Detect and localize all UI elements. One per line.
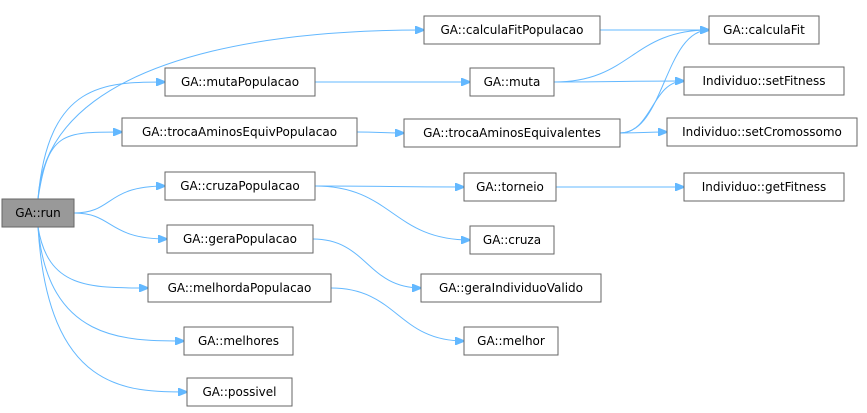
edge-run-to-calcula-fit-populacao <box>37 30 424 200</box>
node-gera-individuo-valido[interactable]: GA::geraIndividuoValido <box>420 273 602 303</box>
edge-run-to-cruza-populacao <box>73 186 165 214</box>
edge-troca-aminos-equiv-populacao-to-troca-aminos-equivalentes <box>356 132 404 133</box>
node-label: Individuo::getFitness <box>702 180 826 194</box>
node-box[interactable] <box>469 67 555 97</box>
node-set-fitness[interactable]: Individuo::setFitness <box>683 66 845 96</box>
edge-troca-aminos-equivalentes-to-set-fitness <box>619 81 684 134</box>
node-box[interactable] <box>186 377 293 407</box>
edge-troca-aminos-equivalentes-to-set-cromossomo <box>619 132 667 133</box>
edge-run-to-muta-populacao <box>37 82 165 200</box>
edge-run-to-possivel <box>37 226 187 392</box>
node-muta-populacao[interactable]: GA::mutaPopulacao <box>164 67 316 97</box>
node-box[interactable] <box>420 273 602 303</box>
node-label: GA::calculaFit <box>723 23 805 37</box>
node-label: GA::cruza <box>483 233 541 247</box>
node-label: Individuo::setFitness <box>702 74 825 88</box>
edge-run-to-gera-populacao <box>73 212 167 239</box>
node-cruza-populacao[interactable]: GA::cruzaPopulacao <box>164 171 316 201</box>
node-torneio[interactable]: GA::torneio <box>463 172 557 202</box>
node-label: GA::trocaAminosEquivalentes <box>423 126 601 140</box>
node-box[interactable] <box>166 224 314 254</box>
node-box[interactable] <box>463 172 557 202</box>
node-gera-populacao[interactable]: GA::geraPopulacao <box>166 224 314 254</box>
node-troca-aminos-equivalentes[interactable]: GA::trocaAminosEquivalentes <box>403 118 621 148</box>
nodes-layer: GA::run GA::calculaFitPopulacao GA::calcul… <box>1 15 858 407</box>
edge-muta-to-calcula-fit <box>553 30 709 83</box>
node-label: GA::run <box>15 206 61 220</box>
node-label: GA::torneio <box>476 180 544 194</box>
node-set-cromossomo[interactable]: Individuo::setCromossomo <box>666 117 858 147</box>
edge-melhorda-populacao-to-melhor <box>330 287 464 341</box>
node-box[interactable] <box>164 67 316 97</box>
node-troca-aminos-equiv-populacao[interactable]: GA::trocaAminosEquivPopulacao <box>121 117 358 147</box>
edge-cruza-populacao-to-torneio <box>314 186 464 187</box>
node-calcula-fit[interactable]: GA::calculaFit <box>708 15 820 45</box>
node-box[interactable] <box>423 15 601 45</box>
node-label: GA::cruzaPopulacao <box>180 179 300 193</box>
node-box[interactable] <box>683 172 845 202</box>
node-box[interactable] <box>683 66 845 96</box>
node-label: GA::mutaPopulacao <box>181 75 299 89</box>
edge-cruza-populacao-to-cruza <box>314 185 470 240</box>
node-box[interactable] <box>708 15 820 45</box>
edge-run-to-melhores <box>37 226 184 341</box>
node-box[interactable] <box>164 171 316 201</box>
node-calcula-fit-populacao[interactable]: GA::calculaFitPopulacao <box>423 15 601 45</box>
node-label: Individuo::setCromossomo <box>682 125 842 139</box>
node-possivel[interactable]: GA::possivel <box>186 377 293 407</box>
node-melhorda-populacao[interactable]: GA::melhordaPopulacao <box>147 273 332 303</box>
node-muta[interactable]: GA::muta <box>469 67 555 97</box>
node-box[interactable] <box>403 118 621 148</box>
node-box[interactable] <box>1 198 75 228</box>
edge-run-to-troca-aminos-equiv-populacao <box>37 132 122 200</box>
node-label: GA::melhor <box>477 334 545 348</box>
edge-gera-populacao-to-gera-individuo-valido <box>312 238 421 288</box>
node-run[interactable]: GA::run <box>1 198 75 228</box>
node-box[interactable] <box>463 326 559 356</box>
node-label: GA::geraPopulacao <box>183 232 297 246</box>
node-box[interactable] <box>183 326 294 356</box>
node-label: GA::muta <box>484 75 541 89</box>
node-label: GA::possivel <box>203 385 277 399</box>
node-box[interactable] <box>666 117 858 147</box>
node-melhores[interactable]: GA::melhores <box>183 326 294 356</box>
edge-run-to-melhorda-populacao <box>37 226 148 288</box>
edges-layer <box>37 30 709 392</box>
node-label: GA::melhordaPopulacao <box>168 281 312 295</box>
node-label: GA::geraIndividuoValido <box>439 281 583 295</box>
node-label: GA::trocaAminosEquivPopulacao <box>142 125 337 139</box>
node-label: GA::melhores <box>198 334 279 348</box>
node-label: GA::calculaFitPopulacao <box>441 23 584 37</box>
node-cruza[interactable]: GA::cruza <box>469 225 555 255</box>
node-get-fitness[interactable]: Individuo::getFitness <box>683 172 845 202</box>
node-box[interactable] <box>121 117 358 147</box>
node-box[interactable] <box>469 225 555 255</box>
node-box[interactable] <box>147 273 332 303</box>
node-melhor[interactable]: GA::melhor <box>463 326 559 356</box>
